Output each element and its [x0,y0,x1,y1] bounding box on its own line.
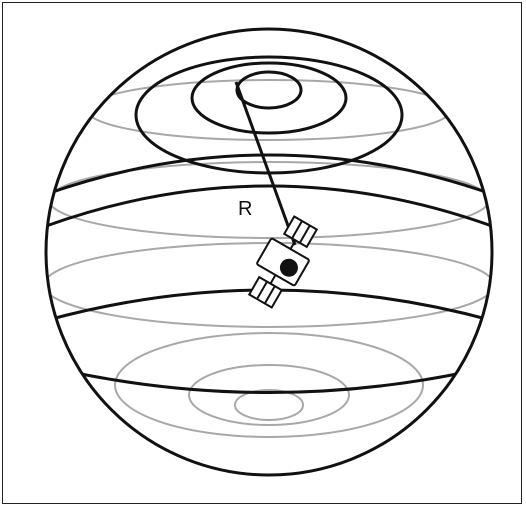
spiral-band-3 [46,153,492,202]
sphere-outline [44,27,494,477]
radius-line [234,81,297,246]
spiral-band-5 [46,363,492,394]
spiral-band-3b [46,184,492,234]
satellite-icon [247,215,319,309]
radius-label: R [238,198,252,220]
back-ring-6 [234,389,304,421]
back-ring-5 [188,364,350,426]
satellite-lens [279,258,298,277]
spiral-band-1 [190,61,348,135]
spiral-core [235,70,303,110]
solar-panel-bottom [247,275,284,309]
back-ring-4 [114,332,424,438]
